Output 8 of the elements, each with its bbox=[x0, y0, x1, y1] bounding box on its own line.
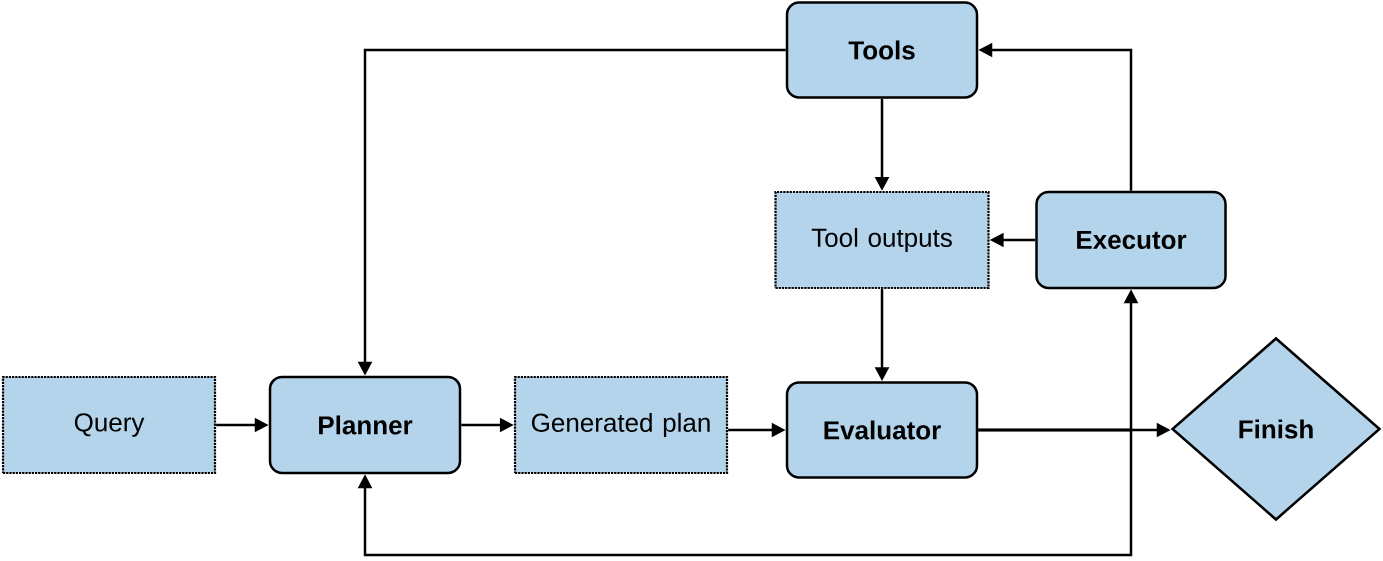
process-box: Planner bbox=[268, 375, 462, 475]
data-box: Query bbox=[1, 375, 217, 475]
process-box: Tools bbox=[785, 1, 979, 99]
process-box: Evaluator bbox=[785, 381, 979, 479]
process-box: Executor bbox=[1035, 190, 1227, 290]
arrow bbox=[357, 428, 1133, 557]
data-box: Tool outputs bbox=[774, 190, 990, 290]
data-box: Generated plan bbox=[513, 375, 729, 475]
